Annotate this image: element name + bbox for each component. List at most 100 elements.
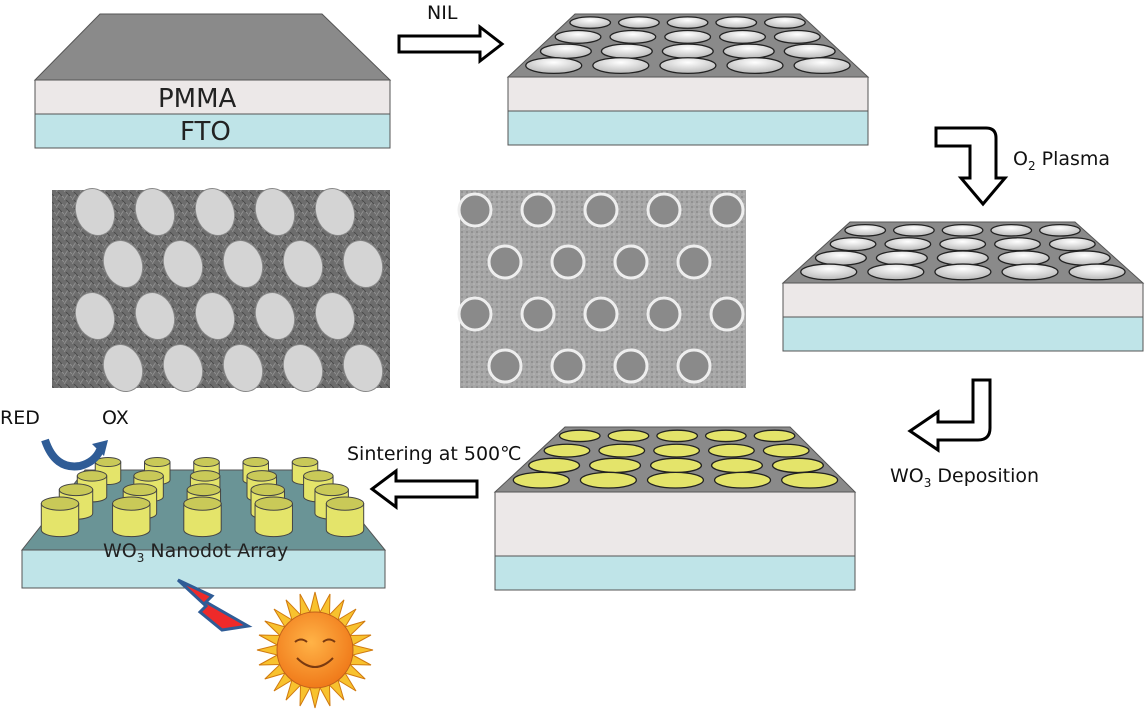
hole (664, 29, 712, 44)
wo3-deposition-label: WO3 Deposition (890, 465, 1040, 490)
pmma-label: PMMA (158, 84, 237, 114)
hole (646, 471, 705, 489)
wo3-pillar (40, 496, 80, 538)
sem-nanodot (194, 188, 236, 236)
hole (939, 237, 987, 252)
nanodot-array-device (20, 457, 387, 589)
sintering-arrow-icon (369, 468, 479, 510)
sem-image-nanodots (52, 188, 390, 392)
sem-hole (487, 348, 523, 384)
hole (829, 237, 877, 252)
hole (867, 263, 925, 281)
sem-hole (646, 192, 682, 228)
pmma-layer (507, 76, 869, 112)
sem-hole (487, 244, 523, 280)
hole (990, 223, 1033, 237)
pmma-layer (34, 79, 391, 115)
hole (558, 429, 601, 443)
wo3-pillar (183, 496, 222, 538)
hole (666, 16, 709, 29)
hole (713, 471, 772, 489)
hole (1038, 223, 1081, 237)
sem-nanodot (162, 240, 204, 288)
fto-layer (782, 316, 1144, 352)
sem-nanodot (342, 240, 384, 288)
o2-plasma-label: O2 Plasma (1013, 148, 1111, 173)
hole (875, 250, 928, 266)
hole (884, 237, 932, 252)
hole (543, 443, 591, 458)
hole (1058, 250, 1111, 266)
hole (783, 43, 836, 59)
sem-hole (520, 192, 556, 228)
hole (600, 43, 653, 59)
nanodot-array-label: WO3 Nanodot Array (103, 540, 289, 565)
hole (661, 43, 714, 59)
sem-hole (613, 244, 649, 280)
hole (609, 29, 657, 44)
hole (617, 16, 660, 29)
sem-nanodot (282, 344, 324, 392)
hole (653, 443, 701, 458)
sem-nanodot (314, 188, 356, 236)
hole (715, 16, 758, 29)
hole (589, 457, 642, 474)
hole (1048, 237, 1096, 252)
sem-nanodot (254, 188, 296, 236)
sun-icon (256, 591, 374, 709)
sem-hole (613, 348, 649, 384)
hole (656, 429, 699, 443)
red-label: RED (0, 407, 40, 429)
sem-nanodot (162, 344, 204, 392)
sem-hole (646, 296, 682, 332)
sem-hole (457, 296, 493, 332)
sem-nanodot (74, 188, 116, 236)
sem-nanodot (102, 344, 144, 392)
pmma-layer (782, 282, 1144, 318)
top-surface (33, 13, 392, 81)
sintering-label: Sintering at 500℃ (347, 443, 522, 465)
hole (1068, 263, 1126, 281)
sem-hole (583, 296, 619, 332)
hole (934, 263, 992, 281)
sem-nanodot (342, 344, 384, 392)
hole (592, 57, 650, 75)
sem-hole (709, 192, 745, 228)
redox-arrowhead-icon (92, 440, 108, 456)
hole (525, 57, 583, 75)
sem-hole (583, 192, 619, 228)
hole (771, 457, 824, 474)
hole (814, 250, 867, 266)
hole (659, 57, 717, 75)
sem-hole (676, 244, 712, 280)
sem-hole (709, 296, 745, 332)
sem-nanodot (74, 292, 116, 340)
hole (936, 250, 989, 266)
wo3-filled-substrate (493, 426, 857, 591)
ox-label: OX (102, 407, 129, 429)
hole (762, 443, 810, 458)
sem-hole (676, 348, 712, 384)
sem-image-holes (457, 190, 746, 388)
hole (844, 223, 887, 237)
sem-nanodot (134, 188, 176, 236)
hole (539, 43, 592, 59)
sem-hole (550, 244, 586, 280)
hole (997, 250, 1050, 266)
redox-arrow-icon (41, 438, 104, 471)
sem-nanodot (194, 292, 236, 340)
sem-hole (457, 192, 493, 228)
sem-nanodot (102, 240, 144, 288)
hole (773, 29, 821, 44)
hole (528, 457, 581, 474)
hole (512, 471, 570, 489)
deposition-arrow-icon (907, 378, 992, 453)
lightning-icon (176, 578, 253, 632)
pmma-layer (494, 491, 856, 557)
hole (710, 457, 764, 474)
imprinted-substrate (506, 13, 870, 146)
hole (569, 16, 612, 29)
hole (800, 263, 858, 281)
